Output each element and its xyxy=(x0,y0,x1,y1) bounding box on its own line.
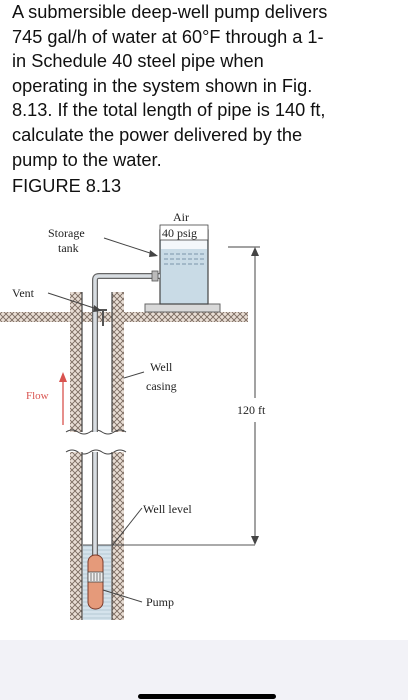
flow-arrowhead xyxy=(59,372,67,382)
well-level-label: Well level xyxy=(143,502,192,516)
discharge-pipe xyxy=(93,274,160,292)
figure-title: FIGURE 8.13 xyxy=(12,176,122,196)
flow-label: Flow xyxy=(26,390,49,402)
storage-tank-label: tank xyxy=(58,241,79,255)
problem-line: 745 gal/h of water at 60°F through a 1- xyxy=(12,26,324,47)
problem-line: operating in the system shown in Fig. xyxy=(12,75,313,96)
leader-storage-arrow xyxy=(149,250,158,257)
casing-break xyxy=(65,449,127,455)
pump-intake xyxy=(87,571,104,583)
well-casing-label: casing xyxy=(146,379,177,393)
problem-statement: A submersible deep-well pump delivers 74… xyxy=(12,0,404,172)
leader-well-casing xyxy=(123,371,145,379)
height-label: 120 ft xyxy=(237,403,266,417)
well-casing xyxy=(112,452,124,620)
height-arrow-top xyxy=(251,247,259,256)
well-casing-label: Well xyxy=(150,360,173,374)
problem-line: A submersible deep-well pump delivers xyxy=(12,2,328,22)
well-pump-diagram: Storage tank Air 40 psig Vent Flow Well … xyxy=(0,210,266,620)
pump-label: Pump xyxy=(146,595,174,609)
home-indicator xyxy=(138,694,276,699)
air-label: Air xyxy=(173,210,189,224)
bottom-bar xyxy=(0,640,408,700)
problem-line: pump to the water. xyxy=(12,149,162,170)
problem-line: 8.13. If the total length of pipe is 140… xyxy=(12,100,326,121)
well-casing xyxy=(112,292,124,432)
discharge-pipe xyxy=(92,273,160,292)
problem-line: in Schedule 40 steel pipe when xyxy=(12,51,264,72)
leader-vent-arrow xyxy=(93,305,102,312)
well-casing xyxy=(70,452,82,620)
vent-label: Vent xyxy=(12,286,35,300)
leader-pump xyxy=(102,589,143,603)
leader-well-level xyxy=(111,507,143,547)
leader-storage xyxy=(103,237,157,256)
pressure-label-box xyxy=(159,224,209,241)
height-arrow-bottom xyxy=(251,536,259,545)
pipe-fitting xyxy=(151,270,159,282)
problem-line: calculate the power delivered by the xyxy=(12,124,303,145)
pressure-label: 40 psig xyxy=(162,226,197,240)
well-casing xyxy=(70,292,82,432)
tank-pad xyxy=(144,303,221,313)
leader-vent xyxy=(47,292,101,311)
storage-tank-label: Storage xyxy=(48,226,85,240)
